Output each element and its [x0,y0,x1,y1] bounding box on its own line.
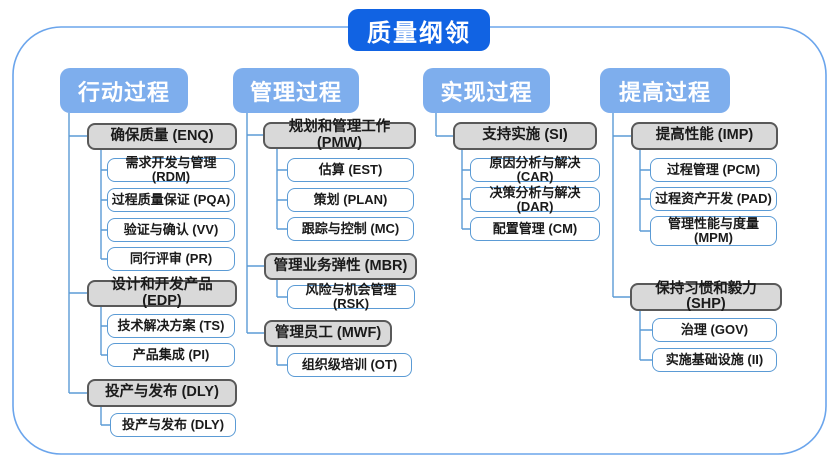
child-node-dly: 投产与发布 (DLY) [110,413,236,437]
group-node-si: 支持实施 (SI) [453,122,597,150]
column-header-improvement-process: 提高过程 [600,68,730,113]
group-node-mbr: 管理业务弹性 (MBR) [264,253,417,280]
group-node-edp: 设计和开发产品 (EDP) [87,278,237,308]
child-node-pcm: 过程管理 (PCM) [650,158,777,182]
group-node-imp: 提高性能 (IMP) [631,122,778,150]
group-node-pmw: 规划和管理工作 (PMW) [263,120,416,150]
column-header-management-process: 管理过程 [233,68,359,113]
child-node-dar: 决策分析与解决 (DAR) [470,186,600,213]
child-node-pad: 过程资产开发 (PAD) [650,187,777,211]
child-node-plan: 策划 (PLAN) [287,188,414,212]
child-node-vv: 验证与确认 (VV) [107,218,235,242]
child-node-pr: 同行评审 (PR) [107,247,235,271]
group-node-dly: 投产与发布 (DLY) [87,379,237,407]
child-node-car: 原因分析与解决 (CAR) [470,156,600,183]
group-node-enq: 确保质量 (ENQ) [87,123,237,150]
child-node-rsk: 风险与机会管理 (RSK) [287,283,415,310]
column-header-implementation-process: 实现过程 [423,68,550,113]
child-node-gov: 治理 (GOV) [652,318,777,342]
column-header-action-process: 行动过程 [60,68,188,113]
child-node-ii: 实施基础设施 (II) [652,348,777,372]
child-node-mc: 跟踪与控制 (MC) [287,217,414,241]
child-node-est: 估算 (EST) [287,158,414,182]
child-node-mpm: 管理性能与度量 (MPM) [650,216,777,246]
group-node-mwf: 管理员工 (MWF) [264,320,392,347]
child-node-cm: 配置管理 (CM) [470,217,600,241]
group-node-shp: 保持习惯和毅力 (SHP) [630,281,782,312]
diagram-title: 质量纲领 [348,9,490,51]
child-node-pqa: 过程质量保证 (PQA) [107,188,235,212]
child-node-pi: 产品集成 (PI) [107,343,235,367]
child-node-ts: 技术解决方案 (TS) [107,314,235,338]
child-node-ot: 组织级培训 (OT) [287,353,412,377]
child-node-rdm: 需求开发与管理 (RDM) [107,156,235,183]
